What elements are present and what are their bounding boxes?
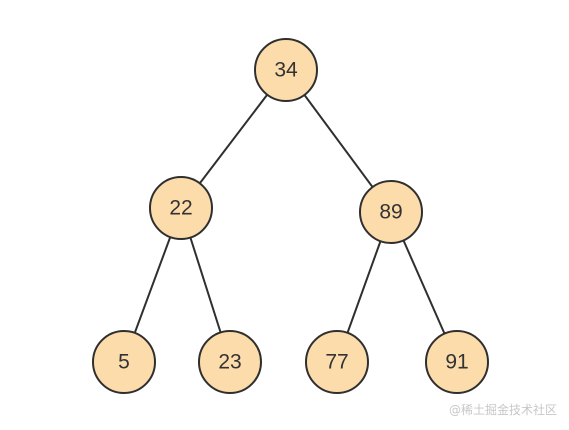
tree-node-91: 91 [425,330,489,394]
node-circle [305,330,369,394]
node-label: 89 [379,201,402,224]
node-label: 77 [325,351,348,374]
node-label: 34 [274,59,298,82]
node-circle [92,330,156,394]
node-label: 91 [445,351,468,374]
tree-node-77: 77 [305,330,369,394]
node-label: 5 [118,351,130,374]
node-label: 22 [169,197,192,220]
watermark: @稀土掘金技术社区 [448,403,557,417]
tree-node-34: 34 [254,38,318,102]
node-circle [359,180,423,244]
tree-node-5: 5 [92,330,156,394]
node-circle [149,176,213,240]
node-label: 23 [218,351,241,374]
tree-node-22: 22 [149,176,213,240]
node-circle [425,330,489,394]
node-circle [198,330,262,394]
tree-node-23: 23 [198,330,262,394]
tree-node-89: 89 [359,180,423,244]
tree-nodes: 34 22 89 5 23 77 91 [92,38,489,394]
node-circle [254,38,318,102]
